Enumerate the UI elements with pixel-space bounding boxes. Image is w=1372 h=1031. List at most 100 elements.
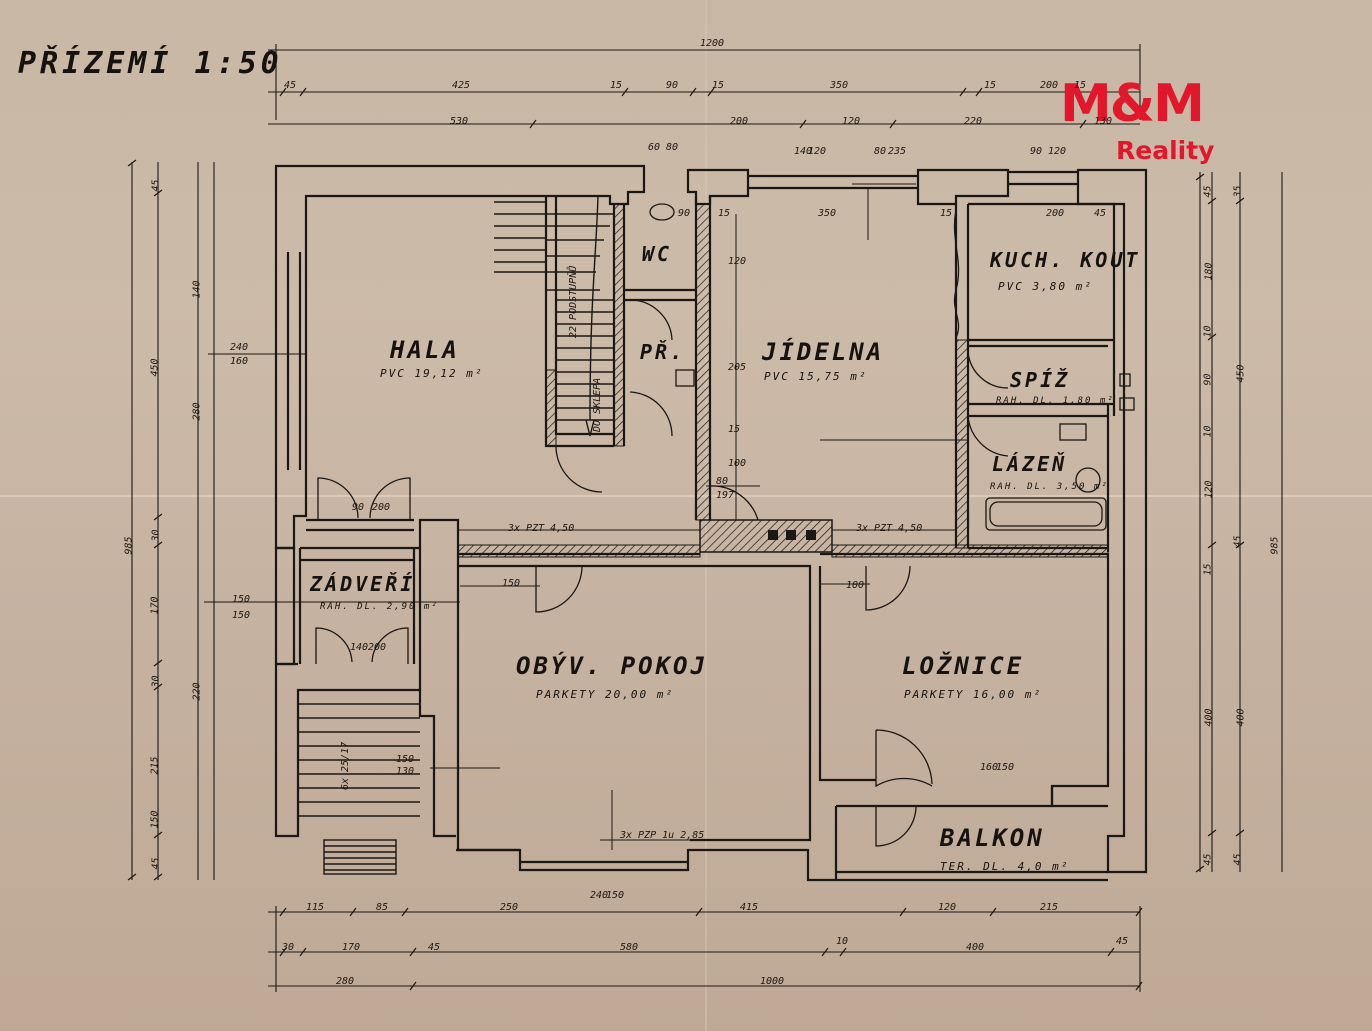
- dim-right-outer: 985: [1269, 536, 1281, 555]
- fixtures: [649, 203, 1135, 531]
- dim-left: 30: [150, 675, 162, 688]
- room-name-jidelna: JÍDELNA: [762, 338, 885, 366]
- dim-left: 30: [150, 529, 162, 542]
- room-name-hala: HALA: [390, 336, 460, 364]
- dim-inner: 197: [716, 490, 735, 501]
- dim-win: 120: [1048, 146, 1067, 157]
- room-area-zadveri: RAH. DL. 2,90 m²: [320, 602, 439, 612]
- logo-mm: M&M: [1060, 74, 1205, 134]
- dim-inner: 120: [728, 256, 747, 267]
- staircase: [494, 195, 614, 437]
- dim-right: 90: [1202, 373, 1214, 386]
- dim-bottom: 115: [306, 902, 325, 913]
- dim-inner: 90: [678, 208, 691, 219]
- dim-bottom2: 10: [836, 936, 849, 947]
- room-name-wc: WC: [642, 242, 673, 266]
- dim-top: 90: [666, 80, 679, 91]
- dim-inner: 100: [846, 580, 865, 591]
- ext-stair-label: 6x 25/17: [340, 741, 351, 790]
- dim-bottom2: 170: [342, 942, 361, 953]
- dimension-ticks: [127, 87, 1245, 991]
- dim-bottom2: 580: [620, 942, 639, 953]
- dim-bottom: 415: [740, 902, 759, 913]
- dim-inner: 200: [368, 642, 387, 653]
- room-area-spiz: RAH. DL. 1,80 m²: [996, 396, 1115, 406]
- dim-top: 425: [452, 80, 471, 91]
- dim-inner: 150: [996, 762, 1015, 773]
- room-area-hala: PVC 19,12 m²: [380, 367, 484, 380]
- dim-left: 170: [149, 596, 161, 615]
- dim-inner: 200: [372, 502, 391, 513]
- dim-left: 45: [150, 857, 162, 870]
- dimension-lines: [131, 44, 1283, 992]
- dim-top: 200: [1040, 80, 1059, 91]
- dim-inner: 15: [940, 208, 953, 219]
- dim-left: 450: [149, 358, 161, 377]
- dim-right2: 45: [1232, 535, 1244, 548]
- room-area-balkon: TER. DL. 4,0 m²: [940, 860, 1070, 873]
- lintel-label-2: 3x PZT 4,50: [856, 523, 923, 534]
- dim-win: 80: [874, 146, 887, 157]
- room-area-lazen: RAH. DL. 3,50 m²: [990, 482, 1109, 492]
- dim-right: 45: [1202, 185, 1214, 198]
- room-name-lazen: LÁZEŇ: [992, 452, 1068, 476]
- dim-left2: 280: [191, 402, 203, 421]
- dim-top: 15: [712, 80, 725, 91]
- dim-top2: 530: [450, 116, 469, 127]
- exterior-stairs: [298, 703, 420, 875]
- dim-right: 120: [1203, 480, 1215, 499]
- dim-inner: 200: [1046, 208, 1065, 219]
- dim-bottom2: 400: [966, 942, 985, 953]
- dim-win: 120: [808, 146, 827, 157]
- room-area-obyv-pokoj: PARKETY 20,00 m²: [536, 688, 674, 701]
- dim-top2: 200: [730, 116, 749, 127]
- dim-win: 235: [888, 146, 907, 157]
- dim-bottom-total-b: 1000: [760, 976, 785, 987]
- dim-inner: 160: [980, 762, 999, 773]
- dim-win: 140: [794, 146, 813, 157]
- dim-win: 90: [1030, 146, 1043, 157]
- dim-inner: 15: [728, 424, 741, 435]
- dim-bottom: 85: [376, 902, 389, 913]
- brand-logo: M&M Reality: [1060, 76, 1220, 172]
- dim-right: 15: [1202, 563, 1214, 576]
- dim-bottom: 120: [938, 902, 957, 913]
- dim-inner: 100: [728, 458, 747, 469]
- dim-inner: 150: [502, 578, 521, 589]
- dim-inner: 150: [232, 610, 251, 621]
- dim-left2: 220: [191, 682, 203, 701]
- dim-left: 150: [149, 810, 161, 829]
- room-area-jidelna: PVC 15,75 m²: [764, 370, 868, 383]
- dim-inner: 160: [230, 356, 249, 367]
- dim-top: 15: [1074, 80, 1087, 91]
- dim-inner: 45: [1094, 208, 1107, 219]
- dim-top: 15: [610, 80, 623, 91]
- dim-right: 10: [1202, 425, 1214, 438]
- stair-up-label: 22 PODSTUPŇŮ: [568, 265, 579, 338]
- door-swings: [315, 209, 1009, 847]
- dim-inner: 90: [352, 502, 365, 513]
- room-name-loznice: LOŽNICE: [902, 652, 1025, 680]
- dim-win: 80: [666, 142, 679, 153]
- dim-left: 45: [150, 179, 162, 192]
- room-area-loznice: PARKETY 16,00 m²: [904, 688, 1042, 701]
- dim-right: 400: [1203, 708, 1215, 727]
- dim-top: 15: [984, 80, 997, 91]
- room-name-kuch-kout: KUCH. KOUT: [990, 248, 1141, 272]
- plan-title: PŘÍZEMÍ 1:50: [18, 46, 283, 81]
- dim-right2: 45: [1232, 853, 1244, 866]
- dim-top2: 220: [964, 116, 983, 127]
- dim-top-total: 1200: [700, 38, 725, 49]
- dim-inner: 150: [396, 754, 415, 765]
- dim-inner: 150: [232, 594, 251, 605]
- dim-win: 60: [648, 142, 661, 153]
- room-name-obyv-pokoj: OBÝV. POKOJ: [516, 652, 708, 680]
- room-area-kuch-kout: PVC 3,80 m²: [998, 280, 1093, 293]
- dim-right: 10: [1202, 325, 1214, 338]
- dim-bottom2: 45: [428, 942, 441, 953]
- dim-bottom: 150: [606, 890, 625, 901]
- lintel-label-3: 3x PZP 1u 2,85: [620, 830, 705, 841]
- dim-right2: 450: [1235, 364, 1247, 383]
- dim-inner: 80: [716, 476, 729, 487]
